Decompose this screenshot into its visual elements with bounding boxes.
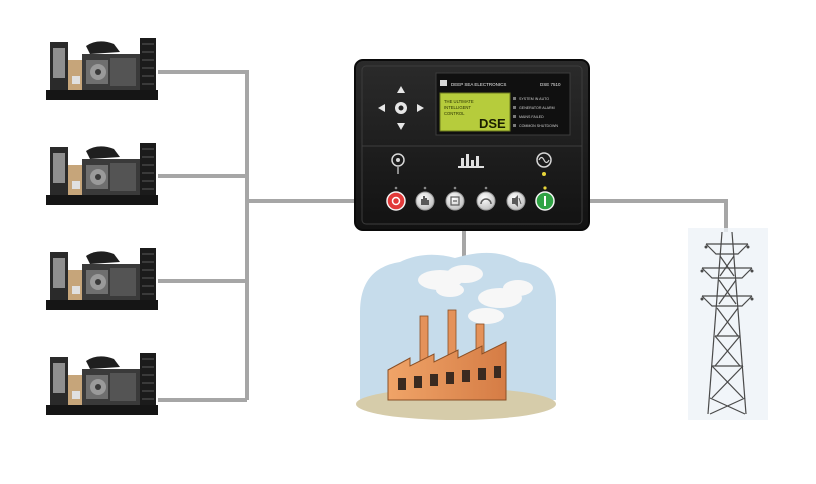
factory-icon bbox=[356, 252, 556, 420]
led-indicators: SYSTEM IN AUTO GENERATOR ALARM MAINS FAI… bbox=[513, 97, 558, 128]
mains-ac-symbol-icon bbox=[536, 152, 552, 176]
manual-mode-button[interactable] bbox=[415, 186, 435, 211]
arrow-right-icon[interactable] bbox=[417, 104, 424, 112]
navigation-pad bbox=[378, 86, 424, 130]
lcd-logo: DSE bbox=[479, 116, 506, 131]
start-button[interactable] bbox=[535, 186, 555, 211]
generator-4 bbox=[45, 352, 159, 416]
control-buttons bbox=[386, 186, 555, 211]
stop-icon bbox=[391, 196, 401, 206]
wiring bbox=[158, 70, 728, 402]
hand-icon bbox=[421, 196, 429, 205]
lcd-line-1: THE ULTIMATE bbox=[444, 99, 474, 104]
generator-3 bbox=[45, 247, 159, 311]
led-label-1: SYSTEM IN AUTO bbox=[519, 97, 549, 101]
lcd-line-3: CONTROL bbox=[444, 111, 465, 116]
arrow-down-icon[interactable] bbox=[397, 123, 405, 130]
led-label-4: COMMON SHUTDOWN bbox=[519, 124, 558, 128]
brand-line: DEEP SEA ELECTRONICS bbox=[451, 82, 506, 87]
controller-panel: DEEP SEA ELECTRONICS DSE 7510 THE ULTIMA… bbox=[354, 59, 590, 231]
stop-reset-button[interactable] bbox=[386, 186, 406, 211]
lcd-line-2: INTELLIGENT bbox=[444, 105, 471, 110]
model-name: DSE 7510 bbox=[540, 82, 561, 87]
arrow-up-icon[interactable] bbox=[397, 86, 405, 93]
busbar-load-icon bbox=[458, 154, 484, 168]
led-label-3: MAINS FAILED bbox=[519, 115, 544, 119]
auto-icon bbox=[480, 198, 492, 205]
generator-2 bbox=[45, 142, 159, 206]
mute-icon bbox=[512, 195, 522, 207]
wire-controller-to-mains bbox=[588, 199, 728, 232]
wire-generator-1 bbox=[158, 70, 249, 400]
generator-1 bbox=[45, 37, 159, 101]
generator-symbol-icon bbox=[391, 153, 405, 174]
mimic-diagram bbox=[391, 152, 552, 176]
lcd-display bbox=[439, 92, 511, 132]
transmission-tower-icon bbox=[688, 228, 768, 420]
mute-button[interactable] bbox=[506, 191, 526, 211]
led-label-2: GENERATOR ALARM bbox=[519, 106, 555, 110]
test-icon bbox=[450, 196, 460, 206]
test-mode-button[interactable] bbox=[445, 186, 465, 211]
auto-mode-button[interactable] bbox=[476, 186, 496, 211]
arrow-left-icon[interactable] bbox=[378, 104, 385, 112]
